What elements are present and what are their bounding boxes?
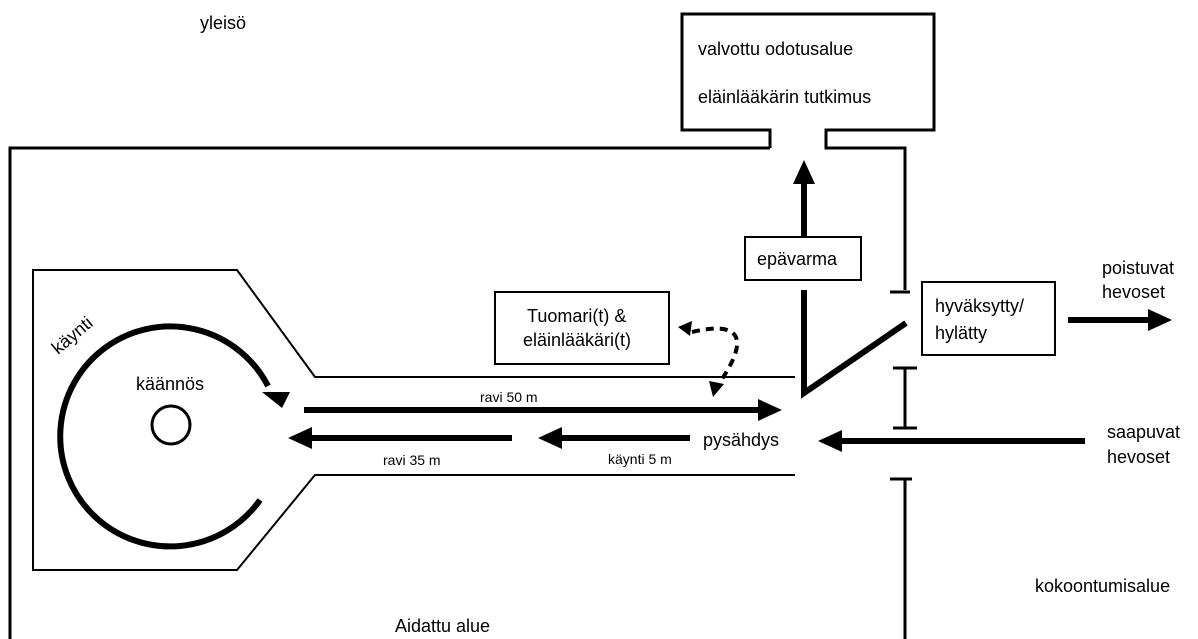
accepted-label-2: hylätty xyxy=(935,323,987,343)
judges-link-dashed-arrow xyxy=(691,326,740,384)
walk-back-label: käynti 5 m xyxy=(608,451,672,467)
accepted-label-1: hyväksytty/ xyxy=(935,296,1024,316)
walk-circle-label: käynti xyxy=(48,313,97,359)
arriving-label-1: saapuvat xyxy=(1107,422,1180,442)
judges-link-arrowhead-left xyxy=(678,321,692,336)
walk-circle-path xyxy=(57,323,271,550)
lane-outline xyxy=(32,269,795,571)
judges-label-2: eläinlääkäri(t) xyxy=(523,330,631,350)
leaving-arrowhead xyxy=(1148,309,1172,331)
fence-outer-left xyxy=(8,146,470,639)
accepted-box xyxy=(921,281,1056,356)
audience-label: yleisö xyxy=(200,13,246,33)
trot-back-label: ravi 35 m xyxy=(383,452,441,468)
turn-label: käännös xyxy=(136,374,204,394)
waiting-area-label-1: valvottu odotusalue xyxy=(698,39,853,59)
stop-label: pysähdys xyxy=(703,430,779,450)
assembly-area-label: kokoontumisalue xyxy=(1035,576,1170,596)
waiting-area-label-2: eläinlääkärin tutkimus xyxy=(698,87,871,107)
turn-center-circle xyxy=(150,404,192,446)
leaving-label-1: poistuvat xyxy=(1102,258,1174,278)
arriving-label-2: hevoset xyxy=(1107,447,1170,467)
judges-link-arrowhead-down xyxy=(709,381,724,397)
up-arrowhead xyxy=(793,160,815,184)
waiting-area-box xyxy=(680,12,936,290)
decision-branch-lines xyxy=(801,290,908,399)
judges-label-1: Tuomari(t) & xyxy=(527,306,626,326)
walk-circle-arrowhead xyxy=(262,392,290,408)
trot-out-arrowhead xyxy=(758,399,782,421)
judges-box xyxy=(494,291,670,365)
uncertain-label: epävarma xyxy=(757,249,838,269)
uncertain-box xyxy=(744,236,862,281)
leaving-label-2: hevoset xyxy=(1102,282,1165,302)
fenced-area-label: Aidattu alue xyxy=(395,616,490,636)
arriving-arrowhead xyxy=(818,430,842,452)
walk-back-arrowhead xyxy=(538,427,562,449)
trot-back-arrowhead xyxy=(288,427,312,449)
trot-out-label: ravi 50 m xyxy=(480,389,538,405)
